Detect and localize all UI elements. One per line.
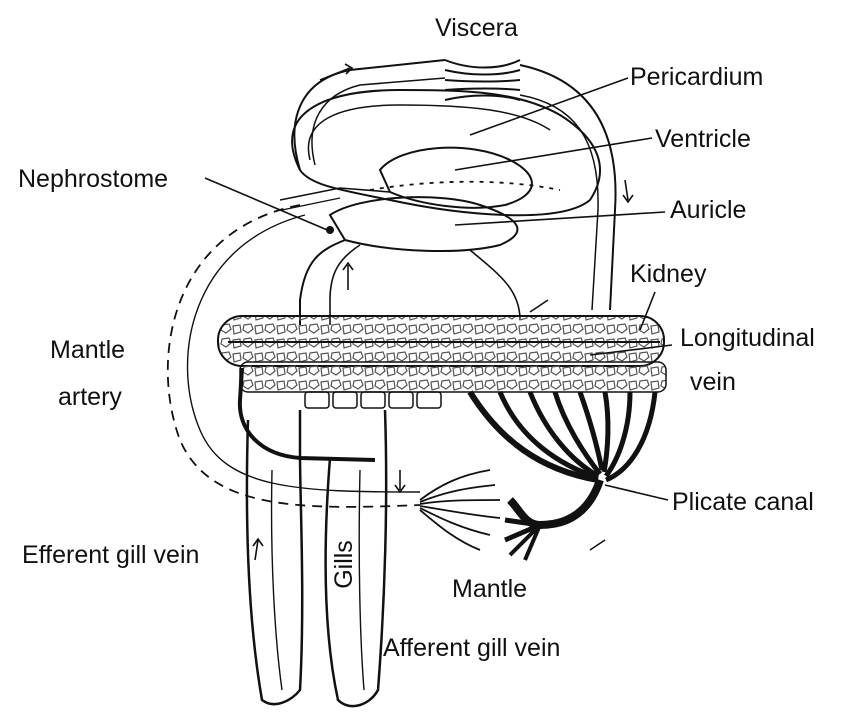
- label-auricle: Auricle: [670, 198, 746, 223]
- label-mantle-artery-2: artery: [58, 385, 122, 410]
- auricle-shape: [330, 197, 517, 251]
- label-mantle: Mantle: [452, 577, 527, 602]
- lower-band: [240, 362, 666, 392]
- efferent-to-auricle-inner: [330, 245, 360, 325]
- label-nephrostome: Nephrostome: [18, 167, 168, 192]
- plicate-canal: [470, 392, 655, 560]
- viscera-capillaries: [445, 60, 520, 100]
- pericardium-outline: [292, 90, 600, 215]
- efferent-to-auricle: [300, 240, 345, 325]
- label-kidney: Kidney: [630, 262, 706, 287]
- gill-plates: [305, 392, 441, 408]
- nephrostome-duct-inner: [282, 198, 340, 210]
- label-longitudinal: Longitudinal: [680, 326, 815, 351]
- mantle-capillaries: [420, 470, 500, 550]
- label-efferent-gill-vein: Efferent gill vein: [22, 543, 199, 568]
- visceral-vein: [520, 65, 616, 310]
- label-afferent-gill-vein: Afferent gill vein: [383, 636, 560, 661]
- label-plicate-canal: Plicate canal: [672, 490, 814, 515]
- label-gills: Gills: [332, 540, 357, 589]
- leader-lines: [205, 78, 672, 500]
- right-gill-inner: [359, 470, 364, 690]
- nephrostome-pore: [326, 226, 334, 234]
- label-viscera: Viscera: [435, 16, 518, 41]
- pericardium-inner: [308, 105, 550, 160]
- label-mantle-artery-1: Mantle: [50, 338, 125, 363]
- label-vein: vein: [690, 370, 736, 395]
- label-pericardium: Pericardium: [630, 65, 763, 90]
- label-ventricle: Ventricle: [655, 127, 751, 152]
- left-gill: [247, 420, 302, 704]
- aorta-loop: [294, 60, 445, 170]
- auricle-right-vessel: [470, 250, 520, 320]
